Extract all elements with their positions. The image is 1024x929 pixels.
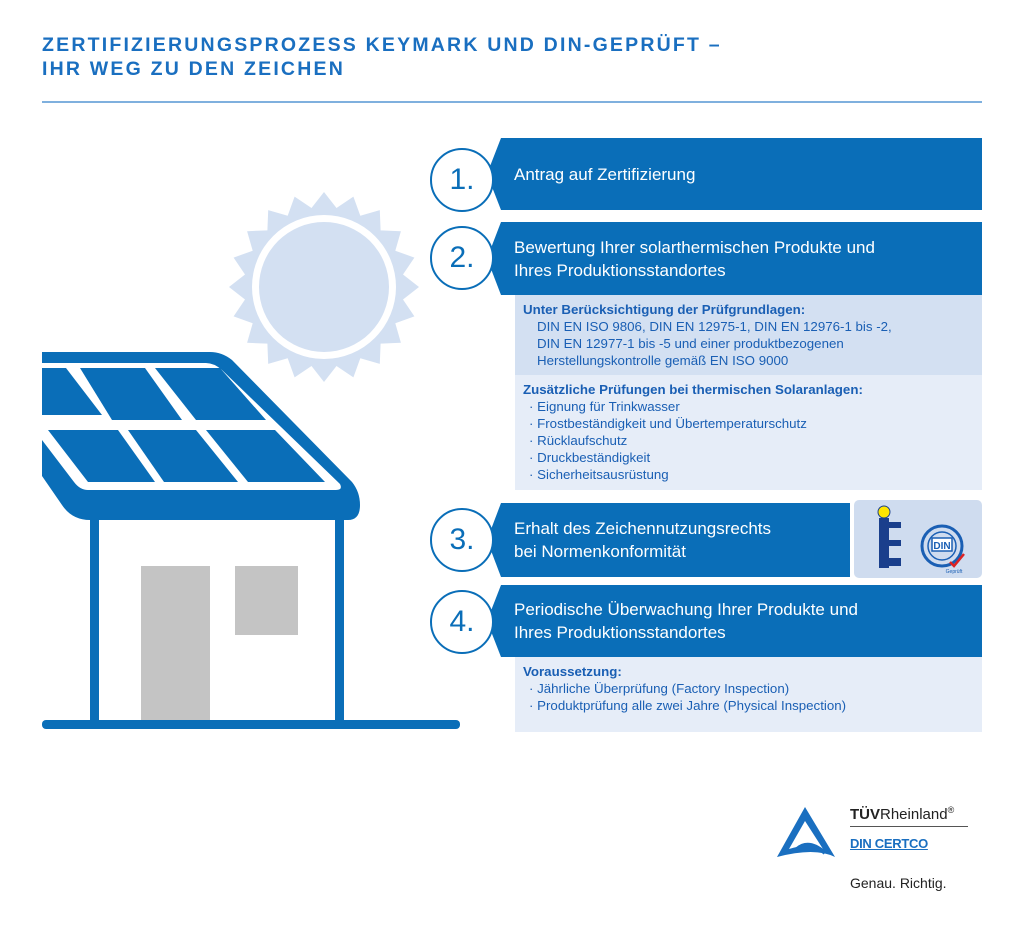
step-4-requirements: Voraussetzung: · Jährliche Überprüfung (… xyxy=(515,657,982,732)
step-1-band: Antrag auf Zertifizierung xyxy=(487,138,982,210)
list-item: · Produktprüfung alle zwei Jahre (Physic… xyxy=(529,698,847,713)
keymark-logo xyxy=(877,505,901,568)
step-1-number: 1. xyxy=(430,148,494,212)
tuv-rheinland-logo: TÜVRheinland® DIN CERTCO Genau. Richtig. xyxy=(775,800,985,900)
step-2-additional-tests: Zusätzliche Prüfungen bei thermischen So… xyxy=(515,375,982,490)
list-item: · Druckbeständigkeit xyxy=(529,450,651,465)
svg-text:Geprüft: Geprüft xyxy=(946,569,963,575)
step-4-band: Periodische Überwachung Ihrer Produkte u… xyxy=(487,585,982,657)
din-gepruft-logo: DIN Geprüft xyxy=(920,524,965,575)
step-3-number: 3. xyxy=(430,508,494,572)
sun-icon xyxy=(229,192,419,382)
divider xyxy=(42,101,982,103)
slogan: Genau. Richtig. xyxy=(850,875,947,891)
list-item: · Jährliche Überprüfung (Factory Inspect… xyxy=(529,681,790,696)
list-item: · Eignung für Trinkwasser xyxy=(529,399,680,414)
page-title: ZERTIFIZIERUNGSPROZESS KEYMARK UND DIN-G… xyxy=(42,34,722,80)
step-4-number: 4. xyxy=(430,590,494,654)
certification-logos: DIN Geprüft xyxy=(854,500,982,578)
step-2-standards: Unter Berücksichtigung der Prüfgrundlage… xyxy=(515,295,982,375)
solar-house-illustration xyxy=(42,192,460,729)
step-1-label: Antrag auf Zertifizierung xyxy=(514,164,696,184)
list-item: · Rücklaufschutz xyxy=(529,433,628,448)
house-icon xyxy=(42,352,460,729)
list-item: · Frostbeständigkeit und Übertemperaturs… xyxy=(529,416,807,431)
list-item: · Sicherheitsausrüstung xyxy=(529,467,669,482)
step-2-number: 2. xyxy=(430,226,494,290)
tuv-triangle-icon xyxy=(777,807,835,857)
step-2-band: Bewertung Ihrer solarthermischen Produkt… xyxy=(487,222,982,295)
svg-text:DIN: DIN xyxy=(933,541,950,552)
